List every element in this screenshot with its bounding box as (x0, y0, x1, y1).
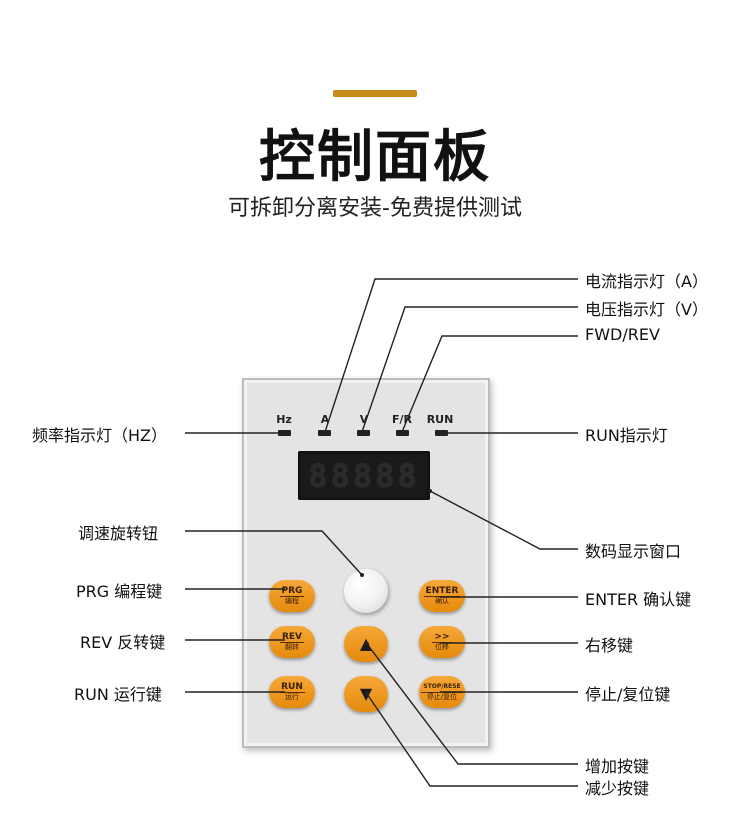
line-current-led (324, 278, 578, 433)
callout-down-key: 减少按键 (585, 779, 650, 798)
digital-display: 88888 (298, 451, 430, 500)
line-voltage-led (361, 306, 578, 433)
callout-current-led: 电流指示灯（A） (585, 272, 708, 291)
callout-run-led: RUN指示灯 (585, 426, 668, 445)
indicator-label-v: V (359, 413, 369, 426)
dot-fwd-rev (400, 430, 404, 434)
rev-key-sublabel: 翻转 (285, 643, 299, 651)
rev-key[interactable]: REV 翻转 (269, 626, 315, 658)
shift-key-sublabel: 位移 (435, 643, 449, 651)
callout-enter-key: ENTER 确认键 (585, 590, 692, 609)
line-display (429, 490, 578, 550)
enter-key[interactable]: ENTER 确认 (419, 580, 465, 612)
indicator-label-fr: F/R (391, 413, 412, 426)
page-subtitle: 可拆卸分离安装-免费提供测试 (228, 196, 522, 221)
prg-key-sublabel: 编程 (285, 597, 299, 605)
indicator-label-a: A (320, 413, 330, 426)
indicator-label-hz: Hz (276, 413, 292, 426)
run-key-label: RUN (279, 682, 305, 693)
prg-key[interactable]: PRG 编程 (269, 580, 315, 612)
line-fwd-rev (401, 335, 578, 433)
dot-down-key (365, 692, 369, 696)
rev-key-label: REV (279, 632, 305, 643)
prg-key-label: PRG (279, 586, 305, 597)
accent-bar (333, 90, 417, 97)
callout-stop-key: 停止/复位键 (585, 685, 671, 704)
enter-key-sublabel: 确认 (435, 597, 449, 605)
dot-display (428, 489, 432, 493)
speed-knob[interactable] (344, 569, 388, 613)
callout-up-key: 增加按键 (585, 757, 650, 776)
dot-speed-knob (360, 573, 364, 577)
indicator-label-run: RUN (426, 413, 454, 426)
callout-speed-knob: 调速旋转钮 (78, 524, 159, 543)
led-hz (278, 430, 291, 436)
line-up-key (366, 643, 578, 765)
callout-shift-key: 右移键 (585, 636, 634, 655)
dot-voltage-led (360, 430, 364, 434)
dot-up-key (365, 642, 369, 646)
callout-display-window: 数码显示窗口 (585, 542, 682, 561)
callout-run-key: RUN 运行键 (74, 685, 162, 704)
callout-prg-key: PRG 编程键 (76, 582, 163, 601)
callout-freq-led: 频率指示灯（HZ） (32, 426, 167, 445)
callout-rev-key: REV 反转键 (80, 633, 166, 652)
callout-fwd-rev: FWD/REV (585, 325, 660, 344)
line-down-key (366, 693, 578, 787)
run-key-sublabel: 运行 (285, 693, 299, 701)
stop-key-sublabel: 停止/复位 (426, 693, 458, 701)
line-speed-knob (185, 530, 363, 576)
callout-voltage-led: 电压指示灯（V） (585, 300, 708, 319)
dot-current-led (323, 430, 327, 434)
page-title: 控制面板 (259, 125, 491, 190)
shift-key[interactable]: >> 位移 (419, 626, 465, 658)
display-digits: 88888 (308, 456, 420, 495)
